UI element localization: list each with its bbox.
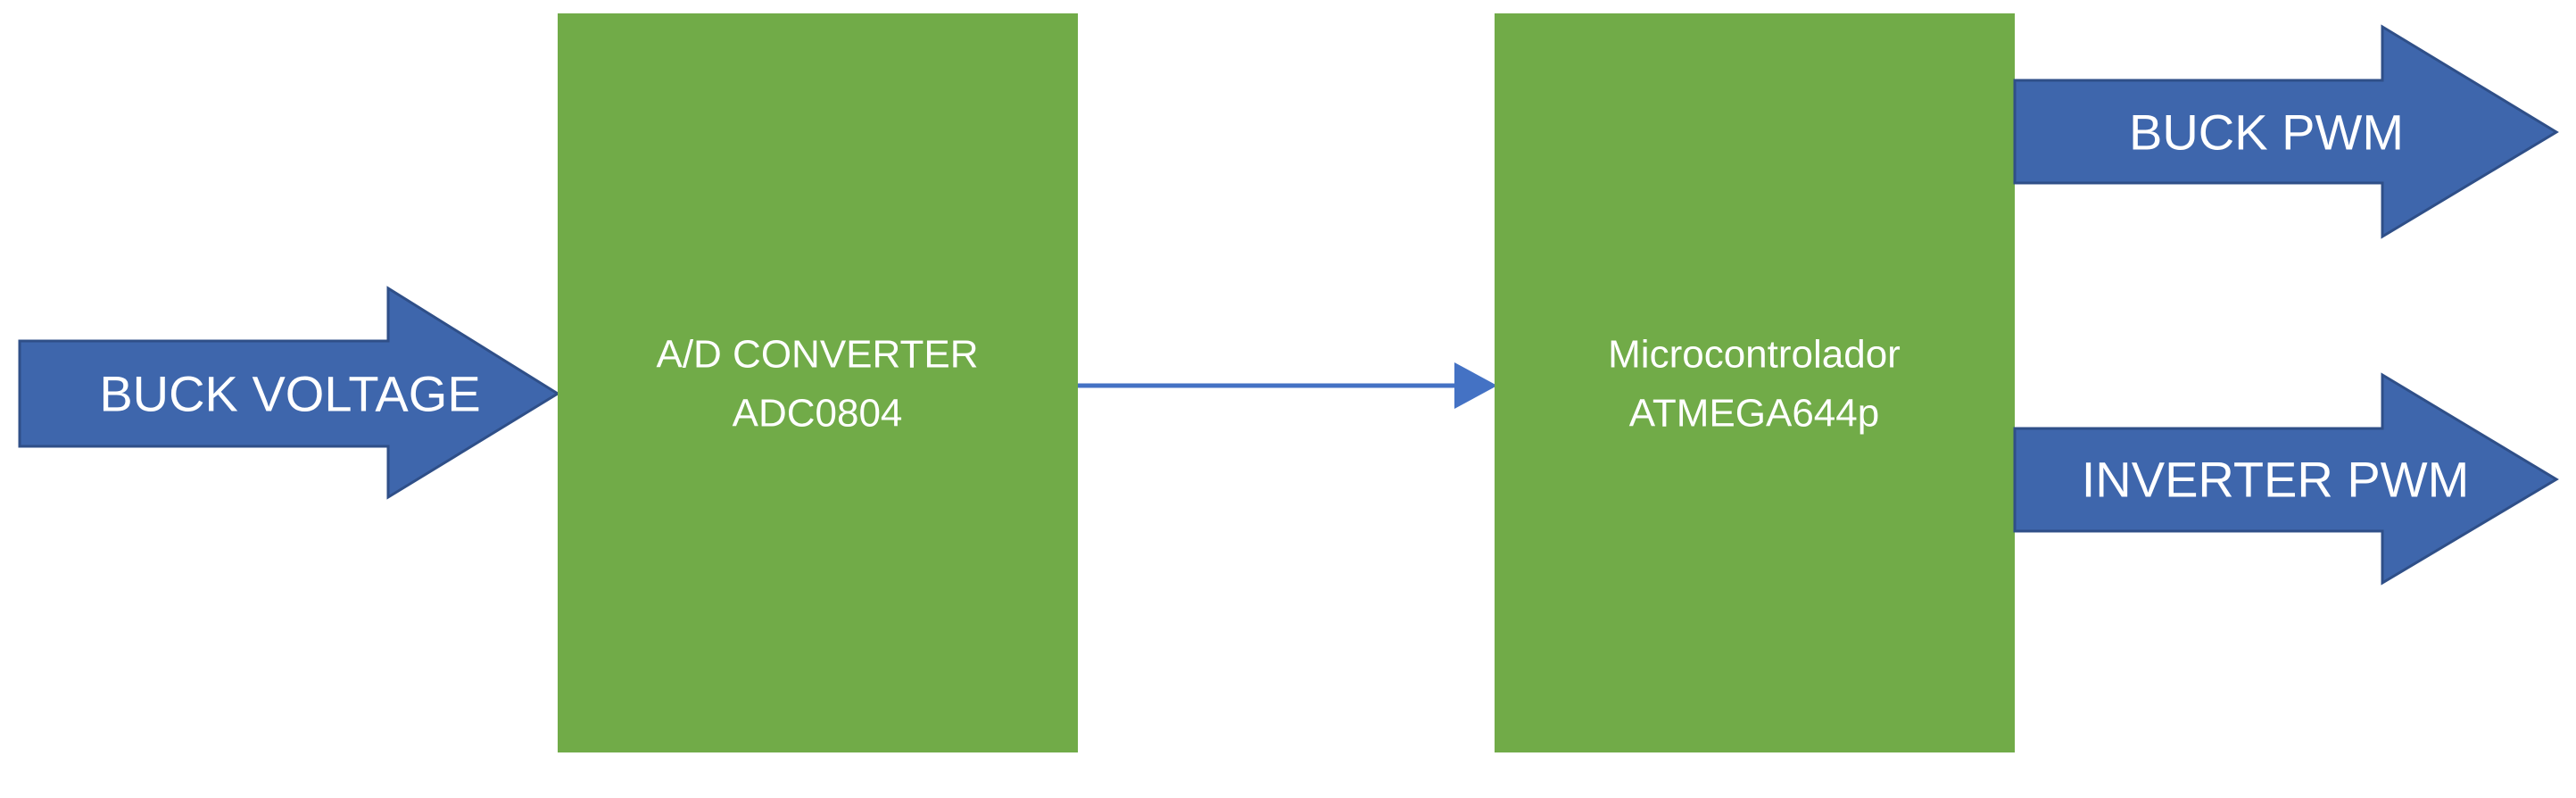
inverter-pwm-arrow: INVERTER PWM (2013, 372, 2559, 586)
buck-pwm-arrow: BUCK PWM (2013, 24, 2559, 239)
adc-block-title: A/D CONVERTER (656, 333, 978, 377)
mcu-block-title: Microcontrolador (1608, 333, 1901, 377)
buck-pwm-label: BUCK PWM (2129, 104, 2404, 161)
adc-block: A/D CONVERTER ADC0804 (558, 13, 1078, 752)
buck-voltage-arrow: BUCK VOLTAGE (18, 286, 560, 500)
buck-voltage-label: BUCK VOLTAGE (99, 366, 480, 422)
inverter-pwm-label: INVERTER PWM (2082, 452, 2470, 508)
mcu-block: Microcontrolador ATMEGA644p (1495, 13, 2015, 752)
adc-to-mcu-connector (1078, 362, 1497, 409)
adc-block-part: ADC0804 (733, 392, 903, 436)
mcu-block-part: ATMEGA644p (1629, 392, 1879, 436)
